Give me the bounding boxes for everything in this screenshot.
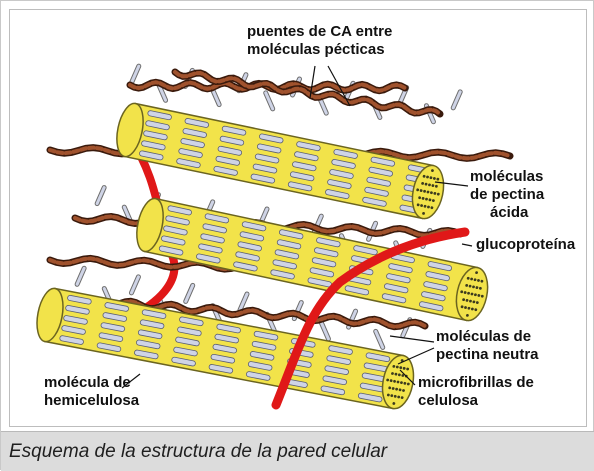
caption-bar: Esquema de la estructura de la pared cel… [1, 431, 594, 471]
label-glucoproteina: glucoproteína [476, 236, 575, 254]
label-pectina-neutra: moléculas de pectina neutra [436, 328, 539, 364]
label-hemicelulosa: molécula de hemicelulosa [44, 374, 139, 410]
label-puentes: puentes de CA entre moléculas pécticas [247, 23, 392, 59]
diagram-panel: puentes de CA entre moléculas pécticas m… [9, 9, 587, 427]
label-microfibrillas: microfibrillas de celulosa [418, 374, 534, 410]
callout-line [390, 336, 434, 342]
callout-line [462, 244, 472, 246]
figure-caption: Esquema de la estructura de la pared cel… [9, 441, 387, 463]
label-pectina-acida: moléculas de pectina ácida [470, 168, 544, 222]
cellulose-microfibril-middle [132, 196, 492, 323]
